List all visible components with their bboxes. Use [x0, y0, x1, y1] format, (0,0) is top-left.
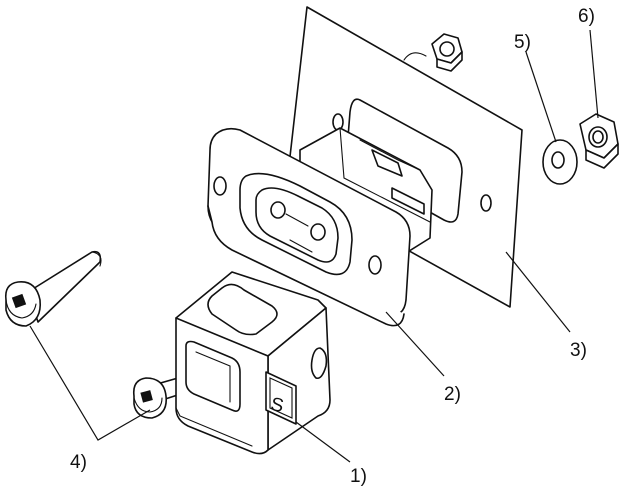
callout-6: 6) — [578, 6, 595, 27]
clamp-logo: S — [265, 371, 297, 425]
logo-letter: S — [269, 394, 286, 417]
callout-4: 4) — [70, 452, 87, 473]
callout-5: 5) — [514, 32, 531, 53]
hex-nut-rear — [431, 33, 463, 72]
callout-1: 1) — [350, 466, 367, 487]
callout-3: 3) — [570, 340, 587, 361]
callout-labels: 1) 2) 3) 4) 5) 6) — [70, 6, 595, 487]
mounting-plate — [286, 6, 523, 308]
cable-clamp: S — [175, 271, 331, 455]
washer — [542, 139, 578, 185]
screw-loose — [4, 250, 102, 327]
power-inlet-socket — [207, 127, 433, 327]
callout-2: 2) — [444, 384, 461, 405]
leader-lines — [29, 29, 599, 463]
hex-nut — [579, 113, 619, 169]
